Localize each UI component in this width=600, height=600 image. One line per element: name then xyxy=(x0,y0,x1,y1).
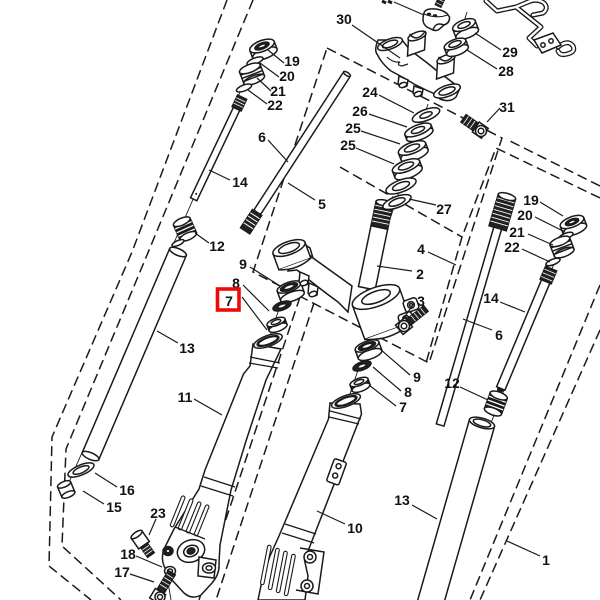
svg-text:14: 14 xyxy=(232,174,248,190)
svg-text:24: 24 xyxy=(362,84,378,100)
svg-text:18: 18 xyxy=(120,546,136,562)
svg-text:20: 20 xyxy=(517,207,533,223)
svg-text:12: 12 xyxy=(444,375,460,391)
svg-text:13: 13 xyxy=(394,492,410,508)
svg-text:27: 27 xyxy=(436,201,452,217)
svg-text:1: 1 xyxy=(542,552,550,568)
svg-text:5: 5 xyxy=(318,196,326,212)
svg-text:20: 20 xyxy=(279,68,295,84)
svg-text:6: 6 xyxy=(495,327,503,343)
svg-text:8: 8 xyxy=(404,384,412,400)
svg-text:9: 9 xyxy=(413,369,421,385)
svg-text:9: 9 xyxy=(239,256,247,272)
svg-text:8: 8 xyxy=(232,275,240,291)
svg-text:23: 23 xyxy=(150,505,166,521)
svg-text:28: 28 xyxy=(498,63,514,79)
svg-text:16: 16 xyxy=(119,482,135,498)
svg-text:7: 7 xyxy=(225,293,233,309)
svg-text:21: 21 xyxy=(509,224,525,240)
svg-text:14: 14 xyxy=(483,290,499,306)
svg-text:29: 29 xyxy=(502,44,518,60)
svg-text:25: 25 xyxy=(345,120,361,136)
svg-text:17: 17 xyxy=(114,564,130,580)
svg-text:10: 10 xyxy=(347,520,363,536)
svg-text:22: 22 xyxy=(267,97,283,113)
svg-text:21: 21 xyxy=(270,83,286,99)
svg-text:13: 13 xyxy=(179,340,195,356)
svg-text:7: 7 xyxy=(399,399,407,415)
svg-text:6: 6 xyxy=(258,129,266,145)
svg-text:19: 19 xyxy=(284,53,300,69)
svg-text:11: 11 xyxy=(178,389,193,405)
svg-text:2: 2 xyxy=(416,266,424,282)
svg-text:19: 19 xyxy=(523,192,539,208)
svg-text:15: 15 xyxy=(106,499,122,515)
svg-text:22: 22 xyxy=(504,239,520,255)
svg-text:4: 4 xyxy=(417,241,425,257)
svg-text:26: 26 xyxy=(352,103,368,119)
svg-text:30: 30 xyxy=(336,11,352,27)
svg-text:12: 12 xyxy=(209,238,225,254)
svg-text:25: 25 xyxy=(340,137,356,153)
svg-text:3: 3 xyxy=(417,293,425,309)
svg-text:31: 31 xyxy=(499,99,515,115)
